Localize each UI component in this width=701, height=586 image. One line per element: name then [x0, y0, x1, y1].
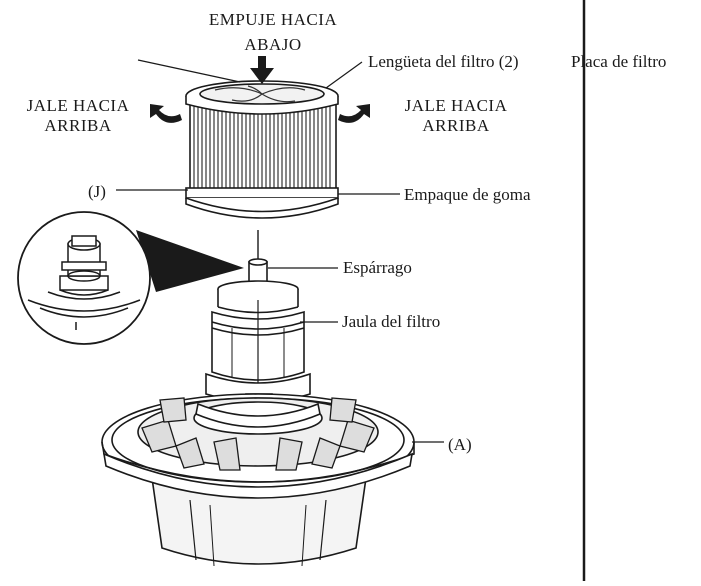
push-down-label-line2: ABAJO: [244, 35, 302, 54]
filter-stud-assembly: [205, 230, 311, 403]
pull-up-right-label-line2: ARRIBA: [422, 116, 490, 135]
pull-up-right-label-line1: JALE HACIA: [404, 96, 508, 115]
filter-plate-label: Placa de filtro: [571, 52, 667, 71]
filter-cartridge: [185, 80, 339, 219]
rubber-gasket-ring: [185, 187, 339, 199]
pull-up-arrow-right: [338, 104, 370, 123]
leader-filter-tab: [325, 61, 363, 89]
leader-filter-plate: [137, 59, 241, 83]
base-assembly: [101, 393, 415, 567]
part-j-label: (J): [88, 182, 106, 201]
filter-cage-label: Jaula del filtro: [342, 312, 441, 331]
filter-plate-spokes: [214, 85, 306, 103]
filter-pleats: [193, 106, 331, 190]
stud-label: Espárrago: [343, 258, 412, 277]
part-a-label: (A): [448, 435, 472, 454]
push-down-arrow: [250, 56, 274, 84]
push-down-label-line1: EMPUJE HACIA: [208, 10, 338, 29]
filter-tab-label: Lengüeta del filtro (2): [368, 52, 519, 71]
leader-lines: [116, 59, 444, 443]
pull-up-arrow-left: [150, 104, 182, 123]
rubber-gasket-label: Empaque de goma: [404, 185, 531, 204]
pull-up-left-label-line1: JALE HACIA: [26, 96, 130, 115]
stud-zoom-inset: [17, 211, 244, 345]
pull-up-left-label-line2: ARRIBA: [44, 116, 112, 135]
